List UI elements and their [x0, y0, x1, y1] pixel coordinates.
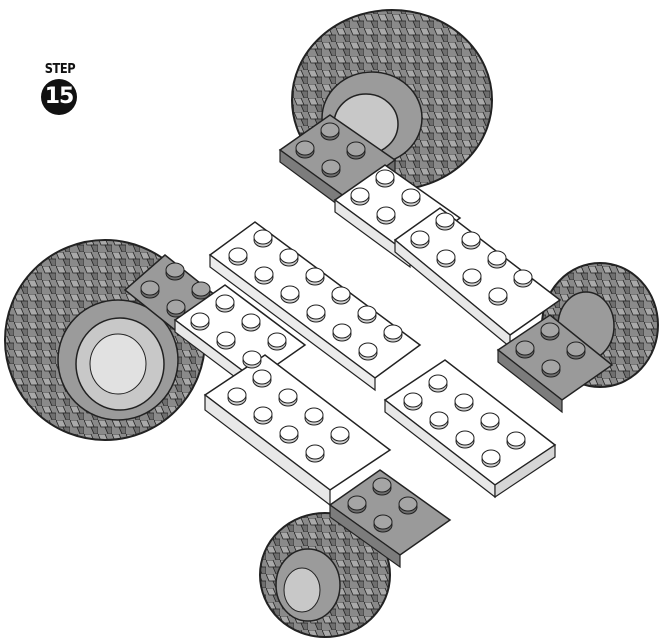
white-stud — [489, 288, 507, 305]
white-stud — [217, 332, 235, 349]
gray-stud — [347, 142, 365, 159]
white-stud — [429, 375, 447, 392]
gray-stud — [399, 497, 417, 514]
white-stud — [430, 412, 448, 429]
white-stud — [462, 232, 480, 249]
gray-stud — [348, 496, 366, 513]
white-stud — [280, 426, 298, 443]
white-stud — [436, 213, 454, 230]
white-stud — [358, 306, 376, 323]
white-stud — [481, 413, 499, 430]
gray-stud — [141, 281, 159, 298]
gray-stud — [567, 342, 585, 359]
gray-stud — [541, 323, 559, 340]
white-stud — [488, 251, 506, 268]
white-stud — [242, 314, 260, 331]
gray-stud — [374, 515, 392, 532]
white-stud — [482, 450, 500, 467]
white-stud — [229, 248, 247, 265]
gray-stud — [322, 160, 340, 177]
white-stud — [437, 250, 455, 267]
gray-stud — [167, 300, 185, 317]
white-stud — [306, 268, 324, 285]
white-stud — [351, 188, 369, 205]
gray-stud — [542, 360, 560, 377]
gray-stud — [321, 123, 339, 140]
white-stud — [281, 286, 299, 303]
white-stud — [359, 343, 377, 360]
white-stud — [268, 333, 286, 350]
white-stud — [255, 267, 273, 284]
white-stud — [254, 230, 272, 247]
gray-stud — [192, 282, 210, 299]
white-stud — [306, 445, 324, 462]
white-stud — [411, 231, 429, 248]
white-stud — [307, 305, 325, 322]
white-stud — [376, 170, 394, 187]
white-stud — [331, 427, 349, 444]
white-stud — [402, 189, 420, 206]
white-stud — [333, 324, 351, 341]
white-stud — [384, 325, 402, 342]
white-stud — [216, 295, 234, 312]
white-stud — [253, 370, 271, 387]
white-stud — [228, 388, 246, 405]
gray-stud — [516, 341, 534, 358]
white-stud — [514, 270, 532, 287]
white-stud — [463, 269, 481, 286]
white-stud — [280, 249, 298, 266]
white-stud — [191, 313, 209, 330]
white-stud — [254, 407, 272, 424]
white-stud — [455, 394, 473, 411]
white-stud — [507, 432, 525, 449]
white-stud — [305, 408, 323, 425]
white-stud — [404, 393, 422, 410]
white-stud — [279, 389, 297, 406]
white-stud — [377, 207, 395, 224]
gray-stud — [373, 478, 391, 495]
white-stud — [332, 287, 350, 304]
gray-stud — [296, 141, 314, 158]
gray-stud — [166, 263, 184, 280]
white-stud — [243, 351, 261, 368]
white-stud — [456, 431, 474, 448]
